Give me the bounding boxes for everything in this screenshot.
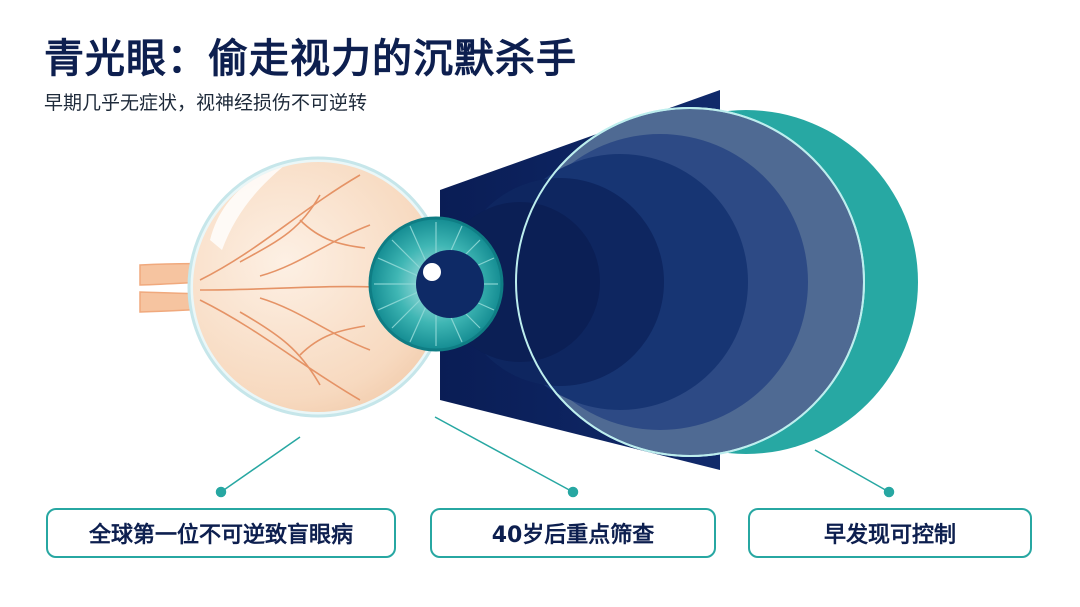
pupil-highlight — [423, 263, 441, 281]
callout-box-early-detection: 早发现可控制 — [748, 508, 1032, 558]
callout-label: 早发现可控制 — [823, 523, 956, 548]
callout-box-screening-age: 40岁后重点筛查 — [430, 508, 716, 558]
page-title: 青光眼：偷走视力的沉默杀手 — [44, 36, 577, 82]
callout-label: 40岁后重点筛查 — [491, 523, 655, 548]
callout-connectors — [215, 416, 895, 498]
pupil — [416, 250, 484, 318]
callout-box-leading-cause: 全球第一位不可逆致盲眼病 — [46, 508, 396, 558]
page-subtitle: 早期几乎无症状，视神经损伤不可逆转 — [44, 92, 368, 114]
callout-label: 全球第一位不可逆致盲眼病 — [88, 523, 353, 548]
